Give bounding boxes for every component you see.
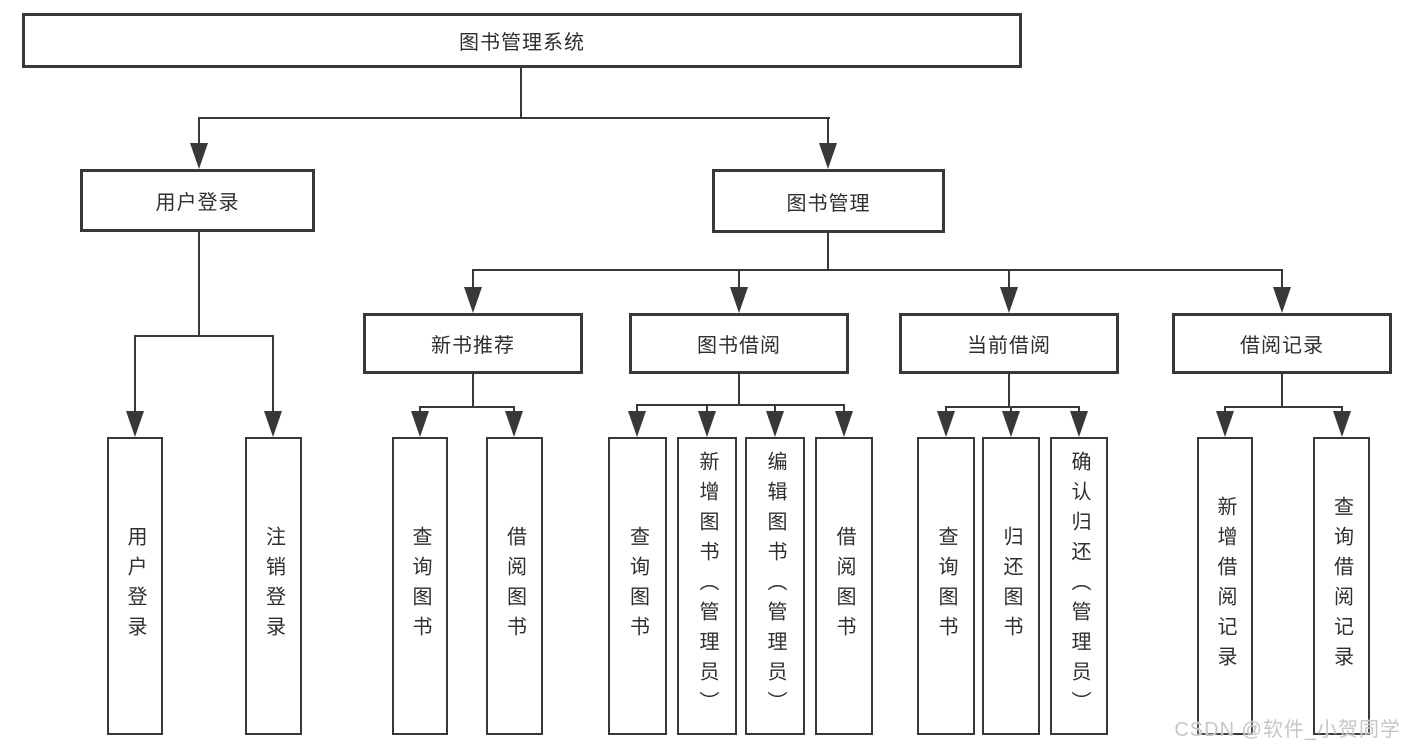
arrow-down-icon — [1273, 287, 1291, 313]
arrow-down-icon — [264, 411, 282, 437]
leaf-query-books-borrowing: 查询图书 — [608, 437, 667, 735]
connector-level2-split — [198, 117, 830, 119]
node-new-book-recommend: 新书推荐 — [363, 313, 583, 374]
arrow-down-icon — [1333, 411, 1351, 437]
leaf-borrow-books-borrowing-label: 借阅图书 — [833, 526, 855, 646]
leaf-user-login: 用户登录 — [107, 437, 163, 735]
leaf-borrow-books-borrowing: 借阅图书 — [815, 437, 873, 735]
leaf-return-books-label: 归还图书 — [1000, 526, 1022, 646]
leaf-query-books-recommend-label: 查询图书 — [409, 526, 431, 646]
arrow-down-icon — [1070, 411, 1088, 437]
connector-book-management-stem — [827, 233, 829, 271]
leaf-logout-label: 注销登录 — [262, 526, 285, 646]
connector-to-leaf-edit-books — [774, 404, 776, 414]
arrow-down-icon — [126, 411, 144, 437]
connector-borrow-records-stem — [1281, 374, 1283, 408]
leaf-query-books-recommend: 查询图书 — [392, 437, 448, 735]
arrow-down-icon — [766, 411, 784, 437]
node-book-management-label: 图书管理 — [786, 192, 871, 215]
node-root-library-system: 图书管理系统 — [22, 13, 1022, 68]
node-borrowing-records: 借阅记录 — [1172, 313, 1392, 374]
connector-to-leaf-user-login — [134, 335, 136, 415]
arrow-down-icon — [819, 143, 837, 169]
connector-to-current-borrow — [1008, 269, 1010, 291]
connector-book-borrow-split — [636, 404, 845, 406]
connector-borrow-records-split — [1224, 406, 1343, 408]
connector-new-book-split — [419, 406, 515, 408]
leaf-logout: 注销登录 — [245, 437, 302, 735]
connector-new-book-stem — [472, 374, 474, 408]
arrow-down-icon — [411, 411, 429, 437]
leaf-user-login-label: 用户登录 — [124, 526, 146, 646]
arrow-down-icon — [628, 411, 646, 437]
node-book-borrowing-label: 图书借阅 — [697, 335, 781, 357]
leaf-confirm-return-admin: 确认归还（管理员） — [1050, 437, 1108, 735]
arrow-down-icon — [937, 411, 955, 437]
arrow-down-icon — [1216, 411, 1234, 437]
connector-current-borrow-split — [945, 406, 1080, 408]
arrow-down-icon — [1000, 287, 1018, 313]
leaf-add-books-admin: 新增图书（管理员） — [677, 437, 737, 735]
arrow-down-icon — [1002, 411, 1020, 437]
arrow-down-icon — [190, 143, 208, 169]
connector-to-book-borrow — [738, 269, 740, 291]
node-current-borrowing: 当前借阅 — [899, 313, 1119, 374]
leaf-return-books: 归还图书 — [982, 437, 1040, 735]
leaf-edit-books-admin-label: 编辑图书（管理员） — [764, 451, 786, 721]
connector-to-leaf-borrow-books-2 — [843, 404, 845, 414]
connector-to-new-book-rec — [472, 269, 474, 291]
connector-to-book-management — [827, 117, 829, 149]
leaf-add-borrow-record-label: 新增借阅记录 — [1214, 496, 1236, 676]
connector-book-borrow-stem — [738, 374, 740, 406]
arrow-down-icon — [698, 411, 716, 437]
leaf-borrow-books-recommend: 借阅图书 — [486, 437, 543, 735]
node-borrowing-records-label: 借阅记录 — [1240, 335, 1324, 357]
leaf-query-borrow-record-label: 查询借阅记录 — [1330, 496, 1353, 676]
connector-to-user-login — [198, 117, 200, 149]
leaf-query-books-current-label: 查询图书 — [935, 526, 957, 646]
arrow-down-icon — [730, 287, 748, 313]
leaf-add-books-admin-label: 新增图书（管理员） — [696, 451, 718, 721]
arrow-down-icon — [464, 287, 482, 313]
node-user-login-label: 用户登录 — [155, 192, 240, 214]
leaf-confirm-return-admin-label: 确认归还（管理员） — [1068, 451, 1090, 721]
connector-user-login-stem — [198, 232, 200, 337]
node-root-label: 图书管理系统 — [459, 32, 585, 54]
leaf-query-books-borrowing-label: 查询图书 — [626, 526, 649, 646]
node-new-book-recommend-label: 新书推荐 — [431, 335, 515, 357]
node-user-login: 用户登录 — [80, 169, 315, 232]
csdn-watermark: CSDN @软件_小贺同学 — [1174, 719, 1401, 741]
connector-to-leaf-query-books-2 — [636, 404, 638, 414]
connector-root-stem — [520, 68, 522, 118]
node-book-management: 图书管理 — [712, 169, 945, 233]
arrow-down-icon — [835, 411, 853, 437]
node-book-borrowing: 图书借阅 — [629, 313, 849, 374]
leaf-query-borrow-record: 查询借阅记录 — [1313, 437, 1370, 735]
connector-current-borrow-stem — [1008, 374, 1010, 408]
arrow-down-icon — [505, 411, 523, 437]
connector-to-leaf-add-books — [706, 404, 708, 414]
leaf-borrow-books-recommend-label: 借阅图书 — [503, 526, 526, 646]
connector-to-borrow-records — [1281, 269, 1283, 291]
connector-level3-split — [472, 269, 1283, 271]
connector-user-login-split — [134, 335, 274, 337]
node-current-borrowing-label: 当前借阅 — [967, 335, 1051, 357]
leaf-add-borrow-record: 新增借阅记录 — [1197, 437, 1253, 735]
connector-to-leaf-logout — [272, 335, 274, 415]
leaf-query-books-current: 查询图书 — [917, 437, 975, 735]
leaf-edit-books-admin: 编辑图书（管理员） — [745, 437, 805, 735]
